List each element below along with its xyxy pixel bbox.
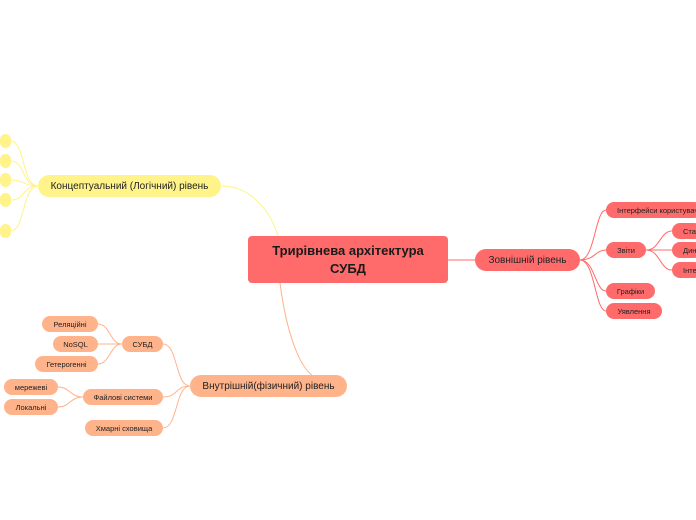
- connector-conceptual-child-5: [10, 185, 39, 232]
- connector-conceptual-child-4: [10, 185, 39, 201]
- connector-conceptual-child-2: [10, 160, 39, 187]
- connector-conceptual-child-1: [10, 140, 39, 187]
- connector-reports-interactive: [645, 249, 673, 271]
- topic-views[interactable]: Уявлення: [606, 303, 662, 319]
- topic-nosql[interactable]: NoSQL: [53, 336, 98, 352]
- root-topic[interactable]: Трирівнева архітектура СУБД: [248, 236, 448, 283]
- connector-external-charts: [579, 259, 607, 292]
- connector-reports-static: [645, 230, 673, 251]
- topic-dbms[interactable]: СУБД: [122, 336, 163, 352]
- connector-root-conceptual: [221, 185, 279, 237]
- topic-network[interactable]: мережеві: [4, 379, 58, 395]
- topic-heterogeneous[interactable]: Гетерогенні: [35, 356, 98, 372]
- connector-internal-dbms: [162, 343, 191, 387]
- topic-reports-dynamic[interactable]: Динамічні: [672, 242, 696, 258]
- topic-local[interactable]: Локальні: [4, 399, 58, 415]
- topic-cloud-storage[interactable]: Хмарні сховища: [85, 420, 163, 436]
- conceptual-child-1[interactable]: [0, 134, 11, 148]
- connector-fs-local: [57, 396, 84, 408]
- topic-reports[interactable]: Звіти: [606, 242, 646, 258]
- conceptual-child-4[interactable]: [0, 193, 11, 207]
- connector-external-reports: [579, 249, 607, 261]
- connector-internal-cloud: [162, 385, 191, 429]
- connector-root-internal: [279, 282, 319, 379]
- conceptual-level-topic[interactable]: Концептуальний (Логічний) рівень: [38, 175, 221, 197]
- topic-relational[interactable]: Реляційні: [42, 316, 98, 332]
- topic-reports-static[interactable]: Статичні: [672, 223, 696, 239]
- connector-fs-network: [57, 386, 84, 398]
- conceptual-child-5[interactable]: [0, 224, 11, 238]
- connector-external-views: [579, 259, 607, 312]
- connector-dbms-heterogeneous: [97, 343, 123, 365]
- internal-level-topic[interactable]: Внутрішній(фізичний) рівень: [190, 375, 347, 397]
- connector-external-interfaces: [579, 209, 607, 261]
- topic-user-interfaces[interactable]: Інтерфейси користувача: [606, 202, 696, 218]
- conceptual-child-3[interactable]: [0, 173, 11, 187]
- connector-dbms-relational: [97, 323, 123, 345]
- topic-charts[interactable]: Графіки: [606, 283, 655, 299]
- topic-file-systems[interactable]: Файлові системи: [83, 389, 163, 405]
- conceptual-child-2[interactable]: [0, 154, 11, 168]
- topic-reports-interactive[interactable]: Інтерактивні: [672, 262, 696, 278]
- external-level-topic[interactable]: Зовнішній рівень: [475, 249, 580, 271]
